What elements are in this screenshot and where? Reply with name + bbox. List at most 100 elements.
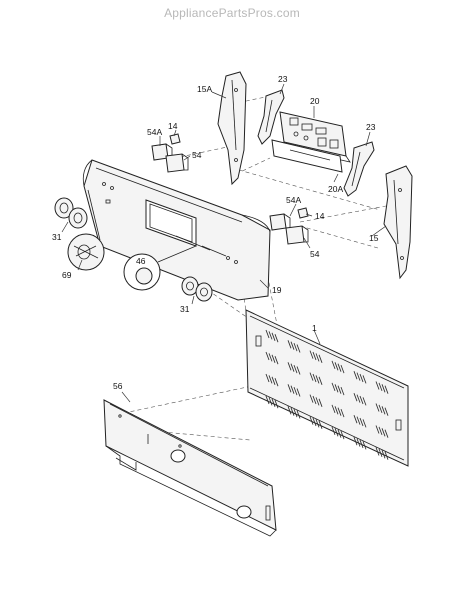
callout-1: 1	[312, 323, 317, 333]
control-overlay	[271, 139, 343, 173]
callout-54A-lower: 54A	[286, 195, 301, 205]
vent-slot	[309, 416, 314, 425]
vent-slot	[356, 438, 361, 447]
vent-slot	[265, 373, 270, 383]
vent-slot	[331, 382, 336, 392]
vent-slot	[287, 406, 292, 415]
vent-slot	[271, 398, 276, 407]
vent-slot	[334, 362, 339, 371]
vent-slot	[309, 394, 314, 403]
vent-slot	[296, 366, 301, 375]
vent-slot	[274, 356, 279, 365]
vent-slot	[378, 382, 383, 392]
callout-46: 46	[136, 256, 146, 266]
end-bracket-left	[217, 71, 247, 186]
vent-slot	[340, 386, 345, 396]
vent-slot	[384, 451, 389, 460]
vent-slot	[312, 351, 317, 361]
vent-slot	[312, 395, 317, 405]
vent-slot	[362, 397, 367, 406]
vent-slot	[384, 407, 389, 416]
rear-panel-vent-slots	[265, 329, 389, 460]
vent-slot	[334, 406, 339, 415]
support-bracket-right	[343, 141, 375, 197]
vent-slot	[375, 381, 380, 390]
vent-slot	[287, 384, 292, 393]
vent-slot	[309, 350, 314, 359]
vent-slot	[315, 397, 320, 406]
vent-slot	[274, 378, 279, 387]
callout-19: 19	[272, 285, 282, 295]
callout-14-lower: 14	[315, 211, 325, 221]
vent-slot	[359, 373, 364, 383]
vent-slot	[331, 426, 336, 436]
callout-23-left: 23	[278, 74, 288, 84]
vent-slot	[268, 331, 273, 340]
vent-slot	[271, 376, 276, 385]
callout-20A: 20A	[328, 184, 343, 194]
vent-slot	[318, 354, 323, 363]
vent-slot	[290, 385, 295, 394]
vent-slot	[312, 417, 317, 427]
vent-slot	[340, 430, 345, 440]
leader-lines	[61, 83, 387, 403]
vent-slot	[362, 375, 367, 384]
vent-slot	[296, 388, 301, 397]
vent-slot	[331, 404, 336, 414]
vent-slot	[340, 364, 345, 374]
callout-15A: 15A	[197, 84, 212, 94]
vent-slot	[271, 332, 276, 341]
vent-slot	[378, 448, 383, 458]
knob-upper-left-1	[54, 197, 74, 219]
control-panel-backguard	[82, 159, 271, 301]
vent-slot	[293, 342, 298, 352]
rear-panel	[245, 309, 409, 467]
callout-54A-upper: 54A	[147, 127, 162, 137]
vent-slot	[274, 334, 279, 343]
vent-slot	[381, 428, 386, 437]
vent-slot	[375, 447, 380, 456]
vent-slot	[312, 373, 317, 383]
callout-31-lower: 31	[180, 304, 190, 314]
vent-slot	[315, 419, 320, 428]
vent-slot	[375, 425, 380, 434]
vent-slot	[290, 407, 295, 416]
callout-31-upper: 31	[52, 232, 62, 242]
vent-slot	[268, 353, 273, 362]
vent-slot	[356, 416, 361, 425]
knob-lower-1	[181, 276, 199, 296]
vent-slot	[265, 329, 270, 339]
callout-54-lower: 54	[310, 249, 320, 259]
vent-slot	[334, 384, 339, 393]
knob-lower-2	[195, 282, 213, 302]
vent-slot	[293, 364, 298, 374]
vent-slot	[290, 341, 295, 350]
switch-upper-14	[169, 133, 181, 145]
vent-slot	[290, 363, 295, 372]
vent-slot	[309, 372, 314, 381]
callout-labels: 15A 23 20 23 54A 14 54 20A 54A 14 54 15 …	[52, 74, 379, 391]
vent-slot	[293, 408, 298, 418]
vent-slot	[296, 344, 301, 353]
switch-lower-54	[285, 225, 309, 245]
vent-slot	[268, 397, 273, 406]
lower-back-panel	[103, 399, 277, 537]
vent-slot	[362, 441, 367, 450]
watermark-text: AppliancePartsPros.com	[164, 6, 300, 20]
vent-slot	[384, 429, 389, 438]
vent-slot	[271, 354, 276, 363]
vent-slot	[359, 439, 364, 449]
vent-slot	[293, 386, 298, 396]
vent-slot	[353, 371, 358, 380]
vent-slot	[359, 395, 364, 405]
callout-23-right: 23	[366, 122, 376, 132]
callout-20: 20	[310, 96, 320, 106]
vent-slot	[378, 426, 383, 436]
vent-slot	[362, 419, 367, 428]
vent-slot	[331, 360, 336, 370]
vent-slot	[334, 428, 339, 437]
callout-15: 15	[369, 233, 379, 243]
switch-upper-54	[165, 153, 189, 173]
vent-slot	[296, 410, 301, 419]
